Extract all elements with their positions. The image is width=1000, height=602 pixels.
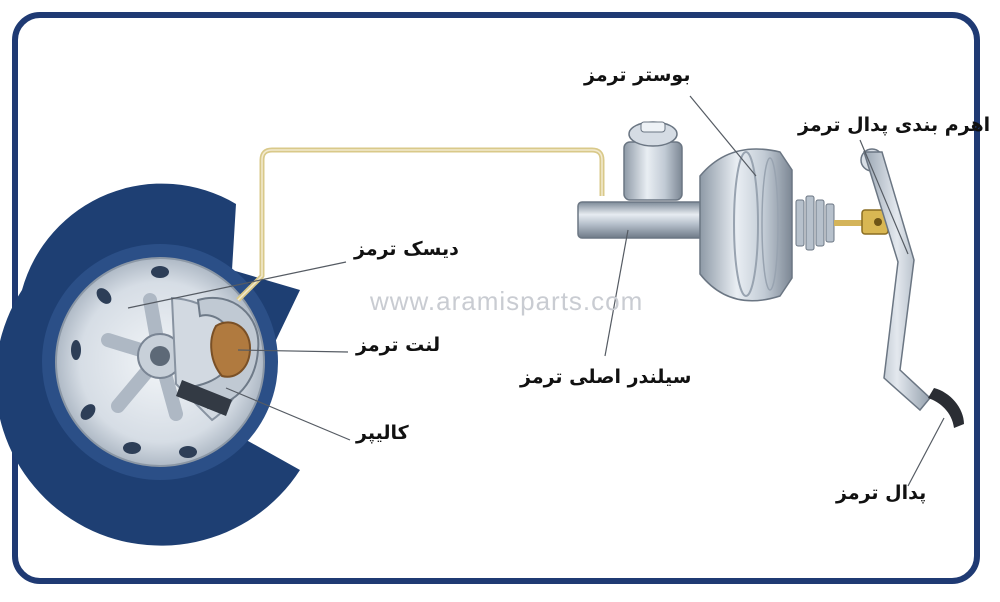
hub-center xyxy=(150,346,170,366)
master-cylinder-body xyxy=(577,201,711,239)
label-caliper: کالیپر xyxy=(356,422,409,444)
label-brake-disc: دیسک ترمز xyxy=(354,238,459,260)
pedal-pad xyxy=(928,388,964,428)
master-cylinder xyxy=(577,121,711,239)
booster-bellows xyxy=(795,195,835,251)
watermark-text: www.aramisparts.com xyxy=(370,286,644,316)
brake-line xyxy=(236,147,605,302)
brake-pedal-assembly xyxy=(860,148,964,428)
label-pedal-lever: اهرم بندی پدال ترمز xyxy=(798,114,991,136)
brake-assembly xyxy=(170,296,260,422)
reservoir xyxy=(623,141,683,201)
leader-caliper xyxy=(225,387,351,441)
pedal-arm xyxy=(862,151,932,412)
rim-holes xyxy=(71,266,197,458)
leader-lines xyxy=(127,95,945,487)
pushrod xyxy=(834,220,864,226)
brake-booster xyxy=(699,148,889,302)
leader-pedal xyxy=(907,417,945,487)
brake-pad-shape xyxy=(210,321,252,378)
leader-disc xyxy=(127,261,347,309)
leader-pad xyxy=(237,349,349,353)
label-brake-pedal: پدال ترمز xyxy=(836,482,927,504)
caliper-bracket xyxy=(176,380,232,416)
brake-line-highlight xyxy=(237,149,603,301)
leader-booster xyxy=(689,95,757,177)
label-master-cylinder: سیلندر اصلی ترمز xyxy=(520,366,692,388)
label-brake-pad: لنت ترمز xyxy=(356,334,441,356)
leader-pedal-lever xyxy=(859,139,909,255)
booster-body xyxy=(699,148,793,302)
leader-master-cylinder xyxy=(604,229,629,357)
label-brake-booster: بوستر ترمز xyxy=(584,64,691,86)
